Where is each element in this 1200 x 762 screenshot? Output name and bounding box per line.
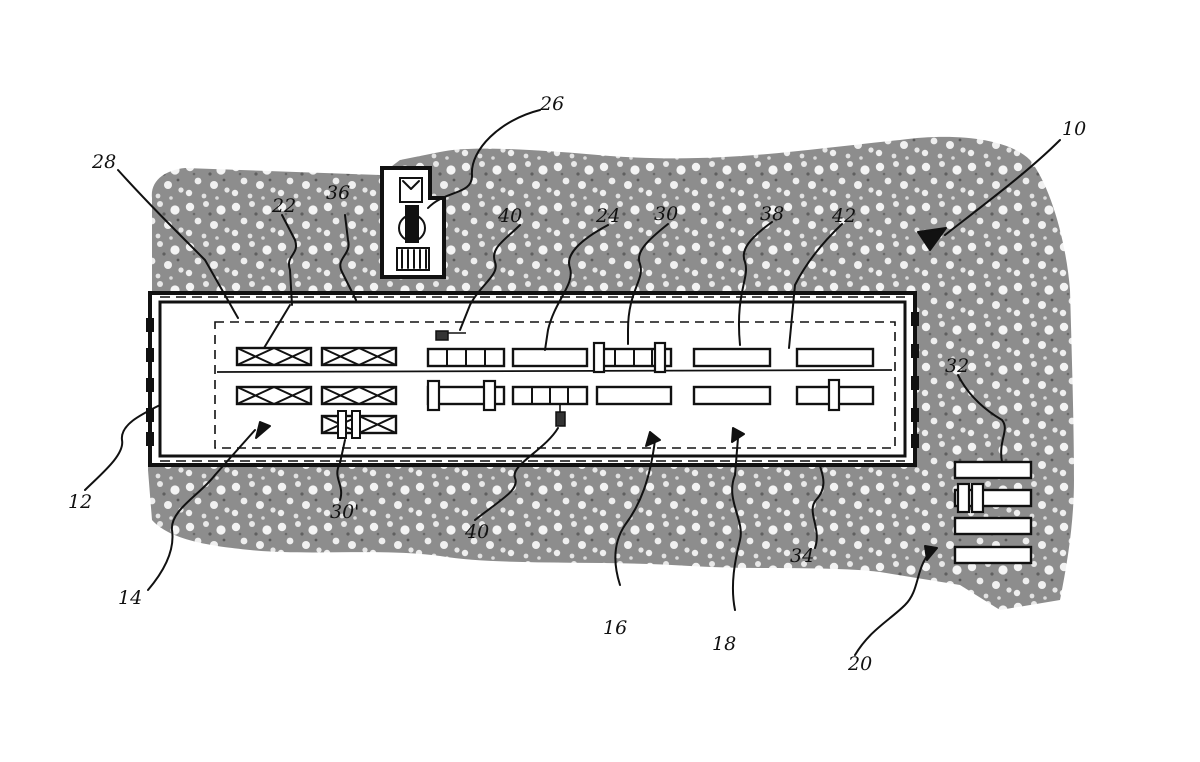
label-24: 24: [595, 205, 620, 227]
label-10: 10: [1062, 118, 1086, 140]
storage-unit-22b: [322, 348, 396, 365]
label-30-prime: 30': [330, 501, 359, 523]
vehicle-30p-axle-b: [352, 411, 360, 438]
parked-truck-wheel-b: [972, 484, 983, 512]
label-20: 20: [847, 653, 872, 675]
label-18: 18: [712, 633, 736, 655]
vehicle-30p-axle-a: [338, 411, 346, 438]
label-14: 14: [118, 587, 142, 609]
container-38: [694, 349, 770, 366]
hall-area-28: [215, 322, 895, 448]
storage-unit-22a: [237, 348, 311, 365]
vehicle-30-wheel-b: [655, 343, 665, 372]
label-34: 34: [790, 545, 814, 567]
label-42: 42: [831, 205, 856, 227]
label-22: 22: [271, 195, 296, 217]
handling-unit-40-top: [436, 331, 448, 340]
truck-wheel-b: [484, 381, 495, 410]
container-24b: [513, 349, 587, 366]
label-40-top: 40: [497, 205, 522, 227]
label-38: 38: [760, 203, 784, 225]
container-top-right: [797, 349, 873, 366]
label-28: 28: [91, 151, 116, 173]
handling-unit-40-bottom: [556, 412, 565, 426]
container-g: [694, 387, 770, 404]
storage-unit-d: [322, 387, 396, 404]
label-32: 32: [945, 355, 969, 377]
label-12: 12: [68, 491, 92, 513]
truck-wheel-a: [428, 381, 439, 410]
storage-unit-c: [237, 387, 311, 404]
vehicle-30-wheel-a: [594, 343, 604, 372]
container-f: [597, 387, 671, 404]
label-40-bottom: 40: [464, 521, 489, 543]
label-36: 36: [326, 182, 350, 204]
label-16: 16: [603, 617, 627, 639]
label-30: 30: [654, 203, 678, 225]
vehicle-h-axle: [829, 380, 839, 410]
parked-truck-wheel-a: [958, 484, 969, 512]
label-26: 26: [539, 93, 564, 115]
